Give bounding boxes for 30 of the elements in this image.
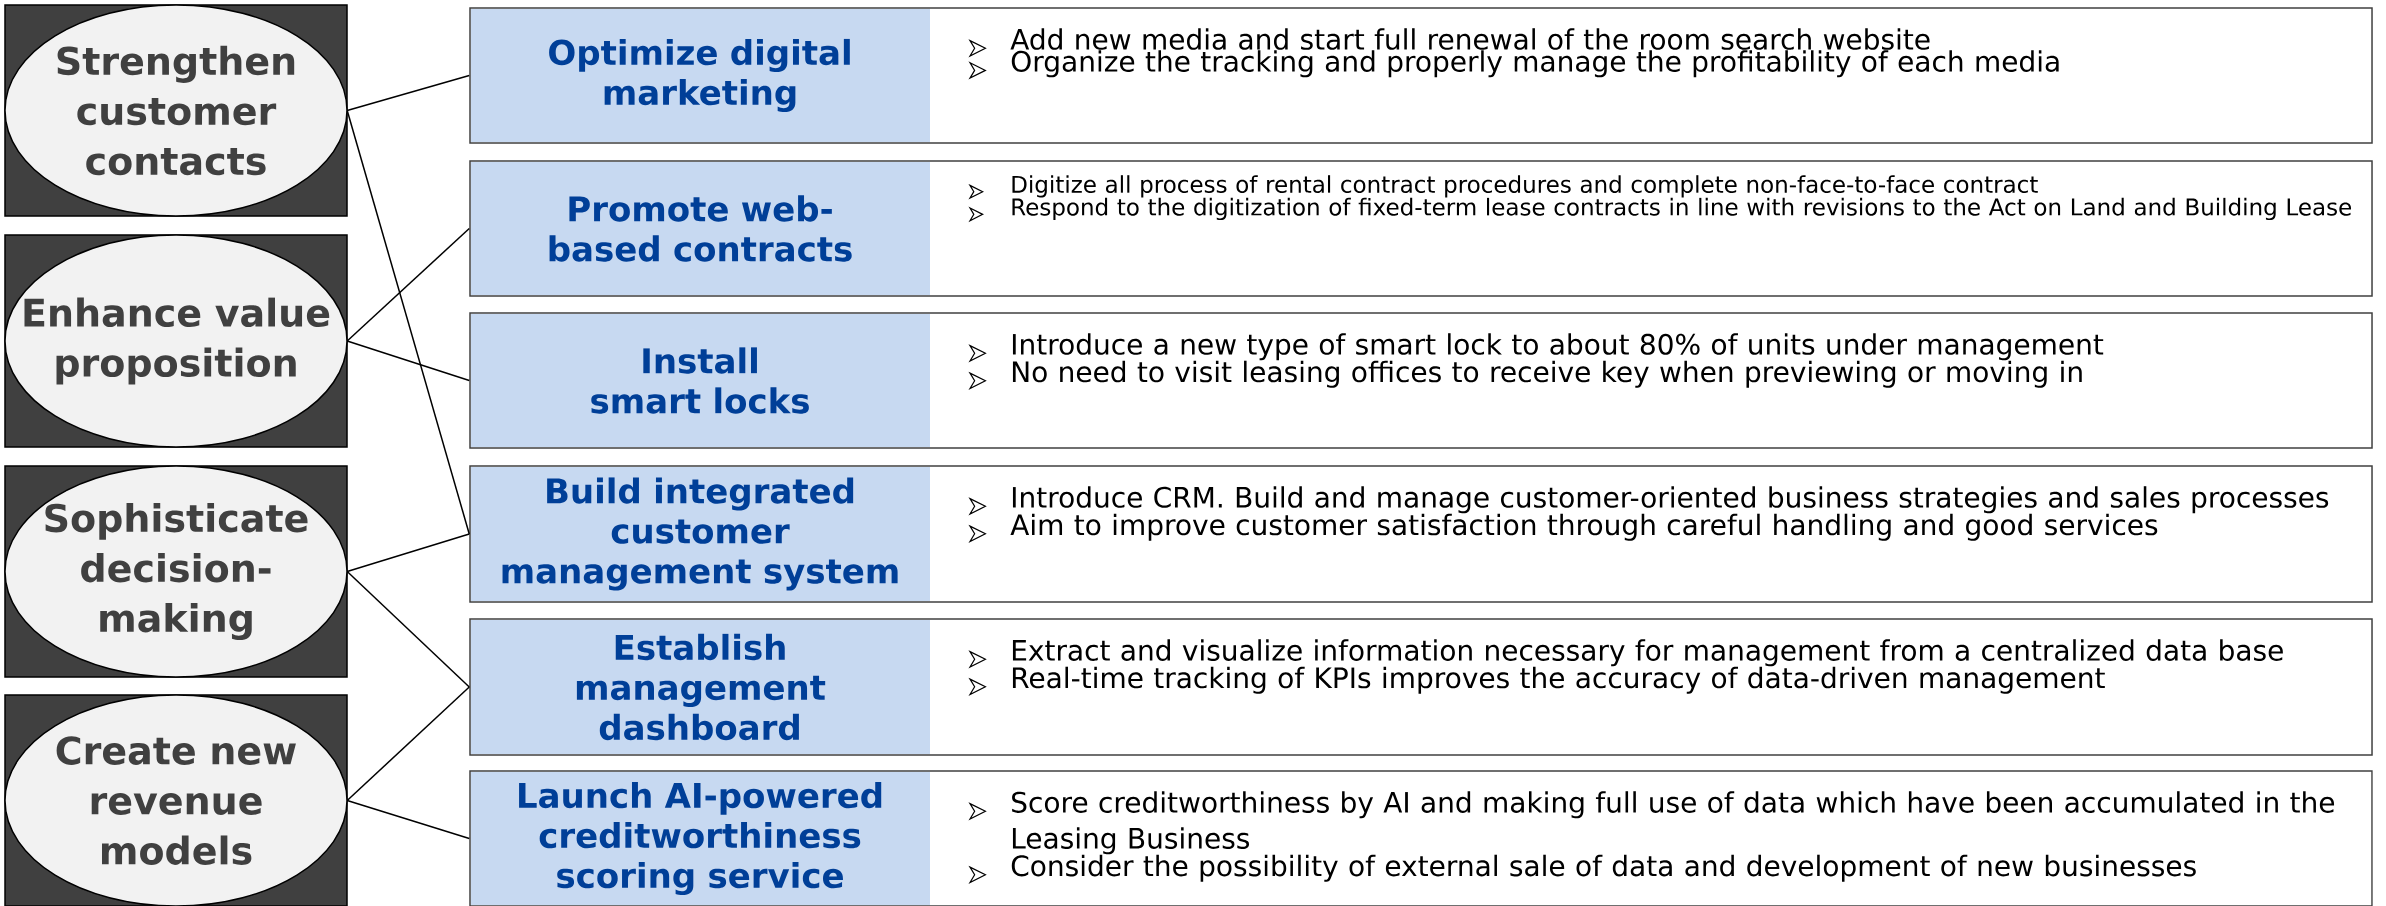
bullet-text: Digitize all process of rental contract procedures and complete non-face-to-face contract xyxy=(1012,175,2038,198)
bullet-text: Introduce CRM. Build and manage customer-oriented business strategies and sales processes xyxy=(1012,486,2329,514)
initiative-heading: Launch AI-powered creditworthiness scoring service xyxy=(519,781,882,896)
bullet-text: No need to visit leasing offices to receive key when previewing or moving in xyxy=(1012,360,2082,388)
goal-oval: Enhance value proposition xyxy=(4,234,348,448)
initiative-heading: Establish management dashboard xyxy=(576,633,826,741)
connector-line xyxy=(346,533,470,573)
initiative-heading: Install smart locks xyxy=(591,347,809,414)
bullet-text: Organize the tracking and properly manage the profitability of each media xyxy=(1011,50,2059,78)
connector-line xyxy=(346,227,470,342)
connector-line xyxy=(346,74,470,112)
goal-oval: Strengthen customer contacts xyxy=(4,4,348,217)
bullet-text: Extract and visualize information necessary for management from a centralized data base xyxy=(1012,639,2283,667)
connector-line xyxy=(346,686,470,802)
initiative-heading: Build integrated customer management system xyxy=(502,477,898,591)
initiative-heading: Promote web-based contracts xyxy=(549,195,852,262)
bullet-text: Introduce a new type of smart lock to about 80% of units under management xyxy=(1012,333,2104,361)
goal-oval: Create new revenue models xyxy=(4,694,348,906)
bullet-text: Score creditworthiness by AI and making full use of data which have been accumulated in the Leasing Business xyxy=(1012,791,2335,855)
bullet-text: Add new media and start full renewal of the room search website xyxy=(1010,28,1930,50)
connector-line xyxy=(346,799,470,840)
connector-line xyxy=(346,570,470,688)
bullet-text: Real-time tracking of KPIs improves the accuracy of data-driven management xyxy=(1012,666,2105,694)
connector-line xyxy=(346,109,470,535)
initiative-heading: Optimize digital marketing xyxy=(549,38,850,113)
goal-oval: Sophisticate decision-making xyxy=(4,465,348,678)
connector-line xyxy=(346,340,470,382)
bullet-text: Respond to the digitization of fixed-term lease contracts in line with revisions to the Act on Land and Building Lease xyxy=(1012,197,2351,221)
bullet-text: Consider the possibility of external sale of data and development of new businesses xyxy=(1011,854,2196,882)
bullet-text: Aim to improve customer satisfaction through careful handling and good services xyxy=(1010,513,2158,541)
